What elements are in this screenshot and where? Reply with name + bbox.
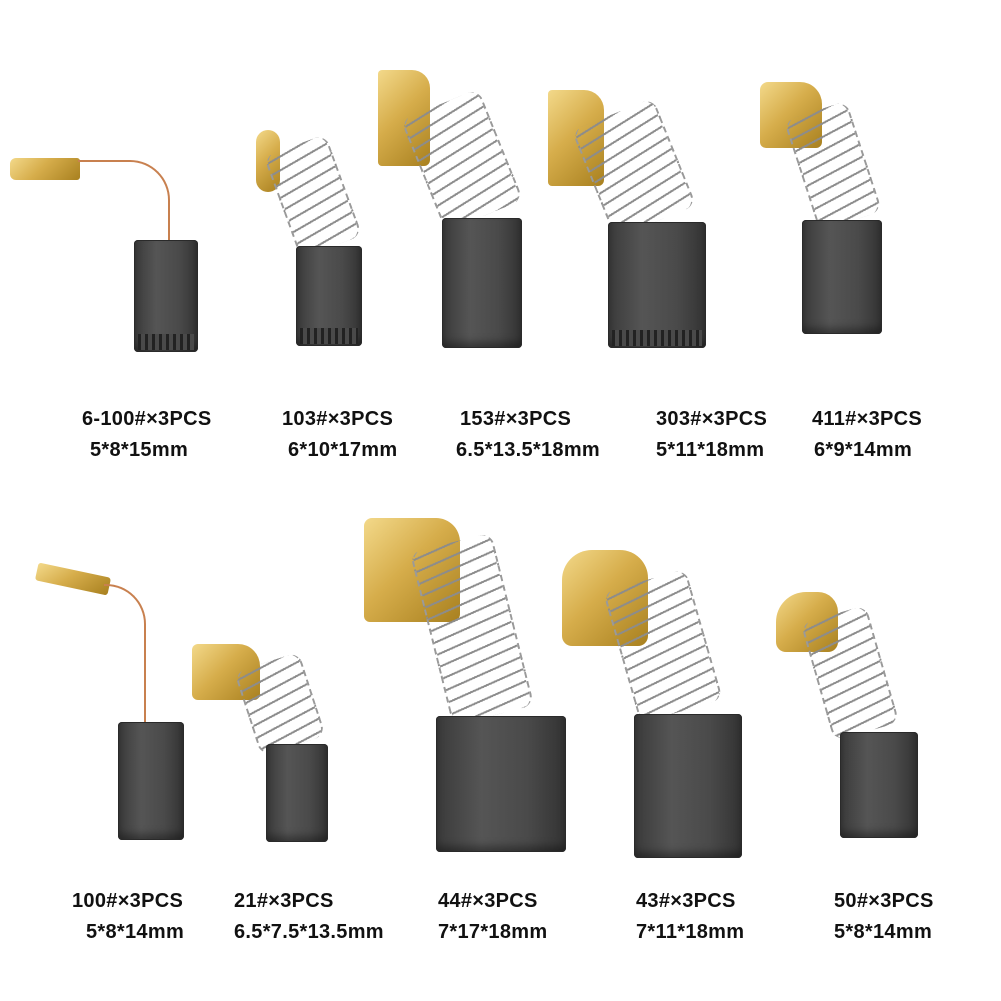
label-44: 44#×3PCS 7*17*18mm bbox=[438, 886, 547, 948]
model-text: 6-100#×3PCS bbox=[82, 408, 212, 430]
carbon-block-icon bbox=[266, 744, 328, 842]
model-text: 43#×3PCS bbox=[636, 890, 736, 912]
carbon-block-icon bbox=[802, 220, 882, 334]
size-text: 5*8*14mm bbox=[86, 921, 185, 943]
label-303: 303#×3PCS 5*11*18mm bbox=[656, 404, 767, 466]
spring-icon bbox=[263, 133, 363, 259]
carbon-block-icon bbox=[608, 222, 706, 348]
size-text: 6*10*17mm bbox=[288, 439, 398, 461]
model-text: 50#×3PCS bbox=[834, 890, 934, 912]
model-text: 411#×3PCS bbox=[812, 408, 923, 430]
size-text: 6*9*14mm bbox=[814, 439, 913, 461]
model-text: 21#×3PCS bbox=[234, 890, 334, 912]
spring-icon bbox=[234, 651, 326, 757]
copper-wire-icon bbox=[78, 160, 170, 244]
model-text: 153#×3PCS bbox=[460, 408, 572, 430]
spring-icon bbox=[409, 532, 535, 726]
model-text: 103#×3PCS bbox=[282, 408, 394, 430]
label-103: 103#×3PCS 6*10*17mm bbox=[282, 404, 397, 466]
label-6-100: 6-100#×3PCS 5*8*15mm bbox=[82, 404, 212, 466]
copper-wire-icon bbox=[104, 584, 146, 726]
label-43: 43#×3PCS 7*11*18mm bbox=[636, 886, 744, 948]
model-text: 44#×3PCS bbox=[438, 890, 538, 912]
carbon-block-icon bbox=[442, 218, 522, 348]
carbon-block-icon bbox=[134, 240, 198, 352]
label-153: 153#×3PCS 6.5*13.5*18mm bbox=[456, 404, 600, 466]
label-100: 100#×3PCS 5*8*14mm bbox=[72, 886, 184, 948]
spring-icon bbox=[602, 568, 724, 724]
model-text: 303#×3PCS bbox=[656, 408, 768, 430]
size-text: 7*17*18mm bbox=[438, 921, 548, 943]
size-text: 5*8*14mm bbox=[834, 921, 933, 943]
size-text: 5*8*15mm bbox=[90, 439, 189, 461]
spring-icon bbox=[783, 100, 883, 232]
label-50: 50#×3PCS 5*8*14mm bbox=[834, 886, 934, 948]
carbon-block-icon bbox=[436, 716, 566, 852]
label-21: 21#×3PCS 6.5*7.5*13.5mm bbox=[234, 886, 384, 948]
carbon-block-icon bbox=[118, 722, 184, 840]
terminal-icon bbox=[10, 158, 80, 180]
size-text: 5*11*18mm bbox=[656, 439, 765, 461]
terminal-icon bbox=[34, 562, 112, 596]
label-411: 411#×3PCS 6*9*14mm bbox=[812, 404, 922, 466]
size-text: 6.5*7.5*13.5mm bbox=[234, 921, 384, 943]
size-text: 6.5*13.5*18mm bbox=[456, 439, 601, 461]
carbon-block-icon bbox=[840, 732, 918, 838]
carbon-block-icon bbox=[634, 714, 742, 858]
size-text: 7*11*18mm bbox=[636, 921, 745, 943]
model-text: 100#×3PCS bbox=[72, 890, 184, 912]
spring-icon bbox=[800, 604, 900, 742]
carbon-block-icon bbox=[296, 246, 362, 346]
